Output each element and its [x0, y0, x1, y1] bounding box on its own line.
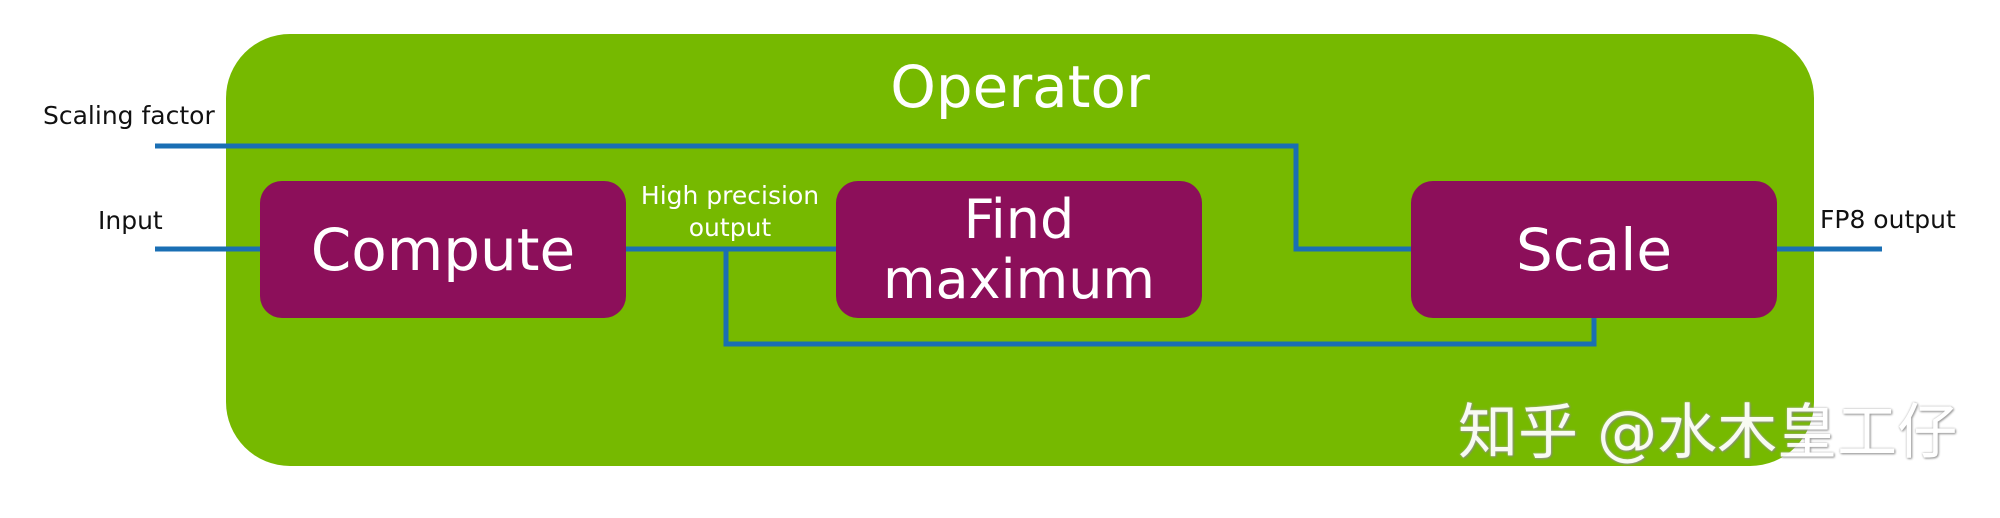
input-label: Input: [98, 206, 163, 235]
find-maximum-label-line1: Find: [963, 187, 1075, 251]
find-maximum-block: Find maximum: [836, 181, 1202, 318]
find-maximum-label-line2: maximum: [882, 247, 1156, 311]
compute-block: Compute: [260, 181, 626, 318]
fp8-output-label: FP8 output: [1820, 205, 1956, 234]
operator-title: Operator: [890, 53, 1150, 121]
scaling-factor-wire: [155, 143, 1411, 252]
high-precision-label-line2: output: [688, 213, 772, 242]
high-precision-label-line1: High precision: [640, 181, 820, 210]
compute-label: Compute: [310, 215, 576, 284]
scaling-factor-label: Scaling factor: [43, 101, 215, 130]
high-precision-output-label: High precision output: [630, 180, 830, 244]
scale-block: Scale: [1411, 181, 1777, 318]
high-precision-to-scale-wire: [723, 249, 1597, 347]
watermark: 知乎 @水木皇工仔: [1458, 398, 1958, 468]
scale-label: Scale: [1515, 215, 1673, 284]
